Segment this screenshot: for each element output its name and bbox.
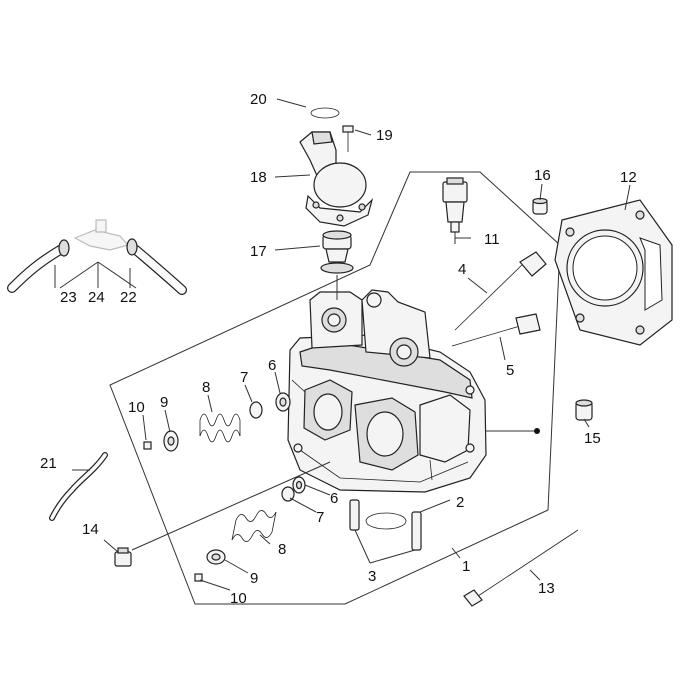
callout-6-b: 6: [330, 490, 338, 507]
callout-9-b: 9: [250, 570, 258, 587]
callout-17: 17: [250, 243, 267, 260]
callout-18: 18: [250, 169, 267, 186]
callout-11: 11: [484, 231, 500, 248]
valve-spring-upper: [199, 413, 241, 443]
callout-7-b: 7: [316, 509, 324, 526]
hose-22: [131, 245, 187, 295]
callout-labels: 20 19 18 17 11 16 12 4 5 15 23 24 22 21 …: [40, 91, 637, 607]
bushing-15: [575, 399, 593, 421]
valve-collet-lower: [194, 573, 203, 582]
valve-seal-upper: [275, 392, 291, 412]
valves: [451, 251, 547, 347]
callout-23: 23: [60, 289, 77, 306]
spring-retainer-upper: [163, 430, 179, 452]
spring-seat-upper: [249, 401, 263, 419]
temperature-sensor: [442, 177, 468, 233]
cylinder-head: [287, 289, 487, 493]
thermostat: [320, 230, 354, 274]
callout-22: 22: [120, 289, 137, 306]
callout-2: 2: [456, 494, 464, 511]
callout-16: 16: [534, 167, 551, 184]
bushing-16: [532, 197, 548, 215]
assembly-boundary: [109, 171, 561, 605]
callout-3: 3: [368, 568, 376, 585]
breather-pipe: [49, 452, 108, 521]
valve-collet-upper: [143, 441, 152, 450]
thermostat-housing: [299, 131, 374, 227]
callout-8-b: 8: [278, 541, 286, 558]
callout-6-a: 6: [268, 357, 276, 374]
callout-21: 21: [40, 455, 57, 472]
valve-spring-lower: [231, 510, 277, 542]
callout-7-a: 7: [240, 369, 248, 386]
callout-19: 19: [376, 127, 393, 144]
callout-10-b: 10: [230, 590, 247, 607]
screw: [342, 125, 354, 152]
callout-24: 24: [88, 289, 105, 306]
callout-1: 1: [462, 558, 470, 575]
head-gasket: [554, 199, 673, 346]
callout-13: 13: [538, 580, 555, 597]
callout-15: 15: [584, 430, 601, 447]
clip: [310, 107, 340, 119]
hose-connector-ghost: [73, 219, 130, 251]
hose-23: [7, 245, 65, 293]
callout-4: 4: [458, 261, 466, 278]
callout-8-a: 8: [202, 379, 210, 396]
callout-5: 5: [506, 362, 514, 379]
spring-retainer-lower: [206, 549, 226, 565]
plug: [114, 547, 132, 567]
leader-lines: [54, 98, 631, 591]
o-ring: [365, 512, 407, 530]
callout-12: 12: [620, 169, 637, 186]
dowel-pins: [349, 499, 422, 551]
valve-seal-lower: [292, 476, 306, 494]
callout-14: 14: [82, 521, 99, 538]
head-bolt: [463, 529, 579, 607]
reference-dot: [534, 428, 540, 434]
hose-clamps: [58, 238, 138, 257]
spring-seat-lower: [281, 486, 295, 502]
callout-10-a: 10: [128, 399, 145, 416]
callout-20: 20: [250, 91, 267, 108]
callout-9-a: 9: [160, 394, 168, 411]
